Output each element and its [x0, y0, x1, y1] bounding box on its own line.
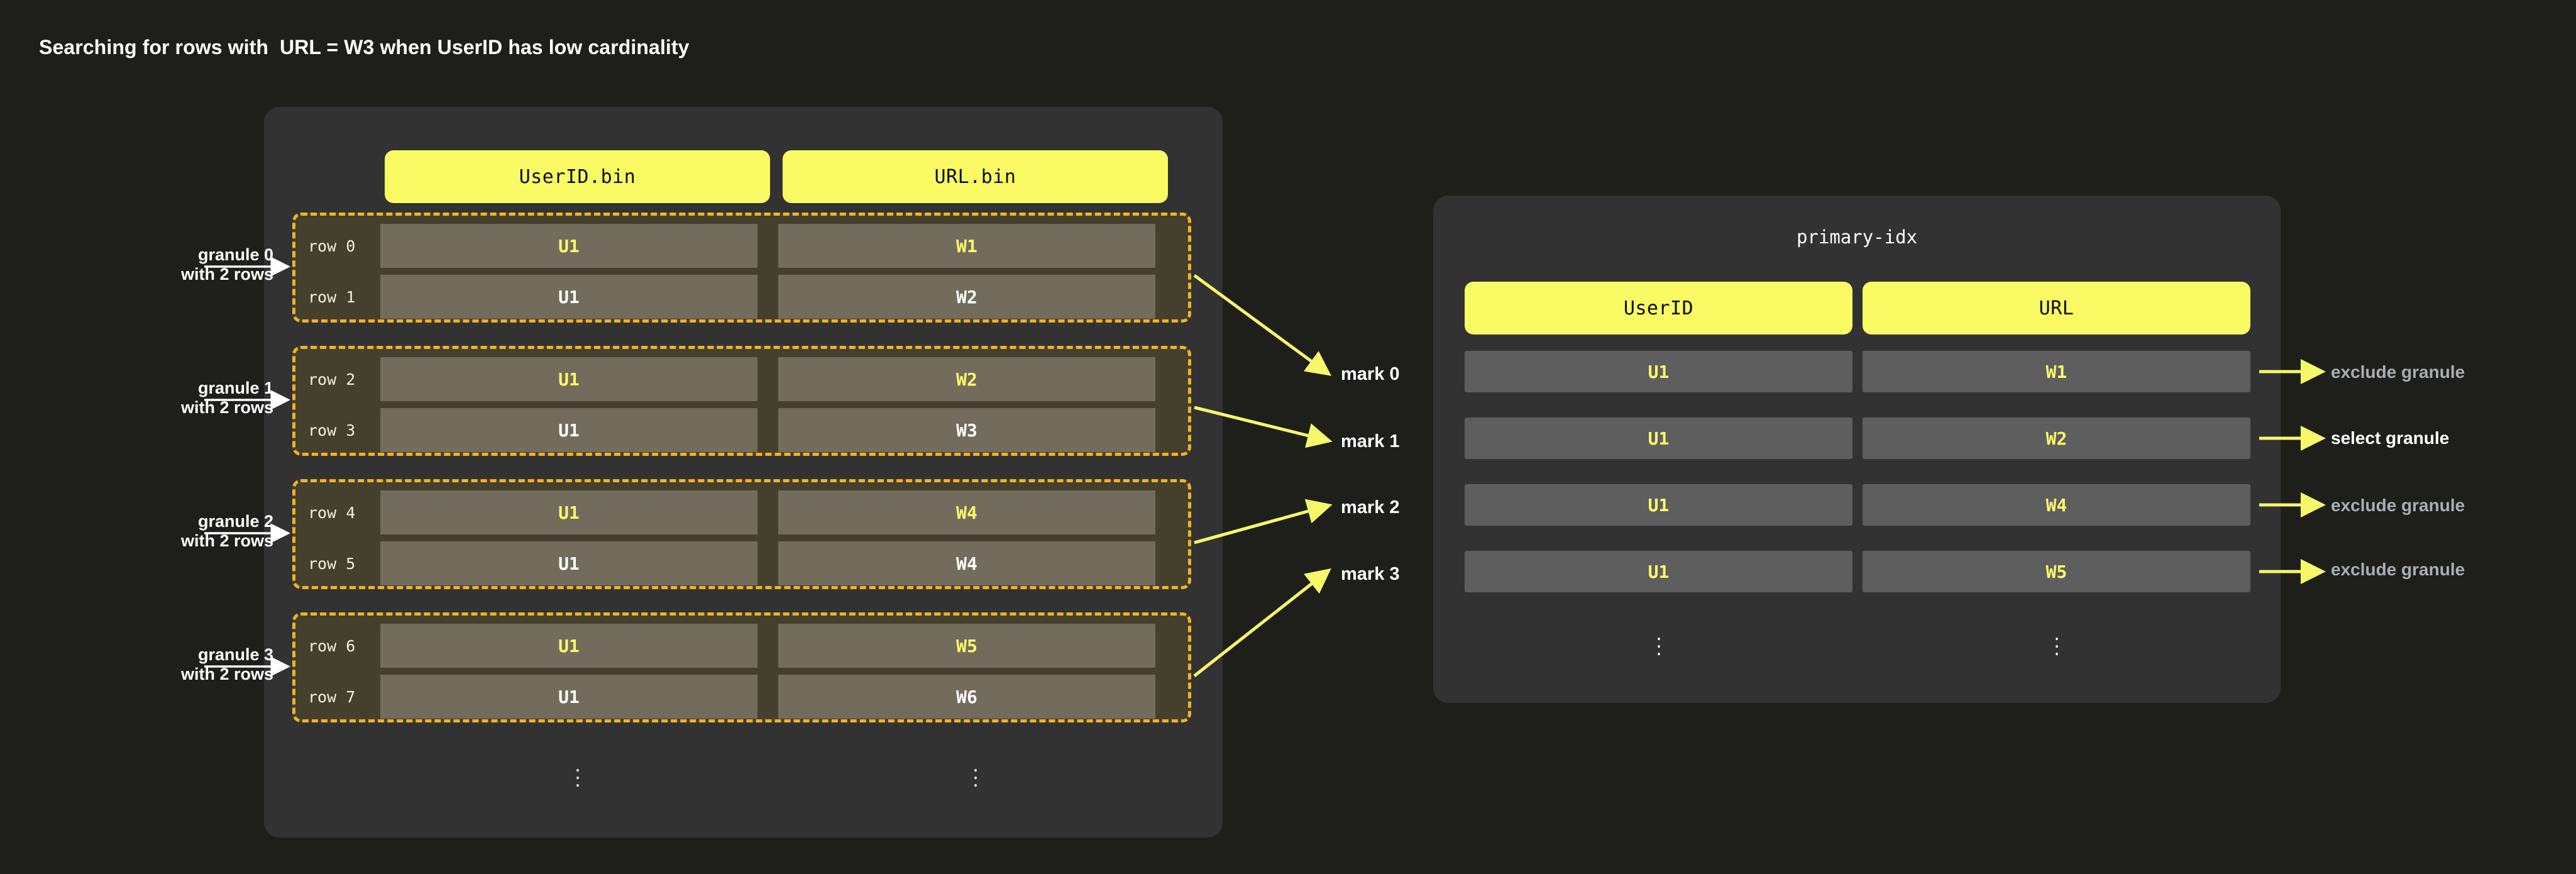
data-cell-userid: U1: [380, 490, 757, 534]
data-cell-userid: U1: [380, 541, 757, 585]
dot: .: [1656, 638, 1662, 660]
decision-label-2: exclude granule: [2331, 495, 2465, 515]
column-header-url-bin: URL.bin: [783, 150, 1168, 203]
page-title: Searching for rows with URL = W3 when Us…: [39, 36, 690, 58]
granule-1[interactable]: row 2 U1 W2 row 3 U1 W3: [292, 346, 1191, 456]
granule-3[interactable]: row 6 U1 W5 row 7 U1 W6: [292, 612, 1191, 722]
data-cell-url: W2: [778, 357, 1155, 401]
dot: .: [2054, 631, 2060, 653]
data-cell-userid: U1: [380, 624, 757, 668]
dot: .: [972, 770, 979, 792]
primary-index-title: primary-idx: [1796, 226, 1918, 248]
row-label: row 0: [308, 236, 356, 255]
dot: .: [972, 755, 979, 777]
data-cell-url: W4: [778, 490, 1155, 534]
index-row[interactable]: U1 W1: [1465, 351, 2250, 392]
dot: .: [575, 770, 581, 792]
mark-2-label: mark 2: [1341, 497, 1400, 517]
data-cell-userid: U1: [380, 408, 757, 452]
granule-annotation-line2: with 2 rows: [180, 665, 273, 683]
granule-1-annotation: granule 1 with 2 rows: [66, 379, 273, 418]
data-cell-userid: U1: [380, 675, 757, 719]
granule-0[interactable]: row 0 U1 W1 row 1 U1 W2: [292, 213, 1191, 323]
index-row[interactable]: U1 W5: [1465, 551, 2250, 592]
row-label: row 5: [308, 554, 356, 573]
decision-label-0: exclude granule: [2331, 362, 2465, 382]
dot: .: [972, 762, 979, 784]
index-column-ellipsis-userid: . . .: [1649, 623, 1668, 660]
index-row[interactable]: U1 W2: [1465, 418, 2250, 459]
data-cell-url: W5: [778, 624, 1155, 668]
data-cell-userid: U1: [380, 275, 757, 319]
dot: .: [2054, 623, 2060, 645]
decision-label-3: exclude granule: [2331, 560, 2465, 579]
data-column-ellipsis-url: . . .: [966, 755, 985, 792]
index-cell-url: W1: [1863, 351, 2250, 392]
data-cell-userid: U1: [380, 357, 757, 401]
index-cell-userid: U1: [1465, 351, 1852, 392]
index-cell-url: W2: [1863, 418, 2250, 459]
row-label: row 7: [308, 687, 356, 706]
granule-annotation-line2: with 2 rows: [180, 531, 273, 550]
index-column-ellipsis-url: . . .: [2047, 623, 2066, 660]
data-cell-url: W4: [778, 541, 1155, 585]
data-cell-url: W2: [778, 275, 1155, 319]
mark-0-label: mark 0: [1341, 364, 1400, 384]
index-column-header-url: URL: [1863, 282, 2250, 335]
data-column-ellipsis-userid: . . .: [568, 755, 587, 792]
mark-3-label: mark 3: [1341, 564, 1400, 584]
dot: .: [575, 755, 581, 777]
granule-annotation-line1: granule 0: [197, 245, 273, 264]
dot: .: [1656, 631, 1662, 653]
index-cell-userid: U1: [1465, 484, 1852, 526]
row-label: row 3: [308, 421, 356, 440]
index-cell-userid: U1: [1465, 418, 1852, 459]
data-cell-url: W3: [778, 408, 1155, 452]
granule-2-annotation: granule 2 with 2 rows: [66, 512, 273, 551]
index-cell-url: W4: [1863, 484, 2250, 526]
data-cell-url: W1: [778, 224, 1155, 268]
dot: .: [575, 762, 581, 784]
dot: .: [1656, 623, 1662, 645]
granule-annotation-line1: granule 1: [197, 379, 273, 397]
granule-annotation-line2: with 2 rows: [180, 398, 273, 417]
index-column-header-userid: UserID: [1465, 282, 1852, 335]
column-header-userid-bin: UserID.bin: [385, 150, 770, 203]
granule-annotation-line1: granule 3: [197, 645, 273, 664]
index-cell-userid: U1: [1465, 551, 1852, 592]
data-cell-url: W6: [778, 675, 1155, 719]
granule-annotation-line2: with 2 rows: [180, 265, 273, 284]
row-label: row 4: [308, 503, 356, 522]
index-row[interactable]: U1 W4: [1465, 484, 2250, 526]
data-cell-userid: U1: [380, 224, 757, 268]
row-label: row 1: [308, 287, 356, 306]
row-label: row 2: [308, 370, 356, 389]
row-label: row 6: [308, 636, 356, 655]
dot: .: [2054, 638, 2060, 660]
granule-0-annotation: granule 0 with 2 rows: [66, 245, 273, 284]
index-cell-url: W5: [1863, 551, 2250, 592]
decision-label-1: select granule: [2331, 428, 2450, 448]
mark-1-label: mark 1: [1341, 431, 1400, 451]
granule-3-annotation: granule 3 with 2 rows: [66, 645, 273, 684]
granule-2[interactable]: row 4 U1 W4 row 5 U1 W4: [292, 479, 1191, 589]
granule-annotation-line1: granule 2: [197, 512, 273, 531]
